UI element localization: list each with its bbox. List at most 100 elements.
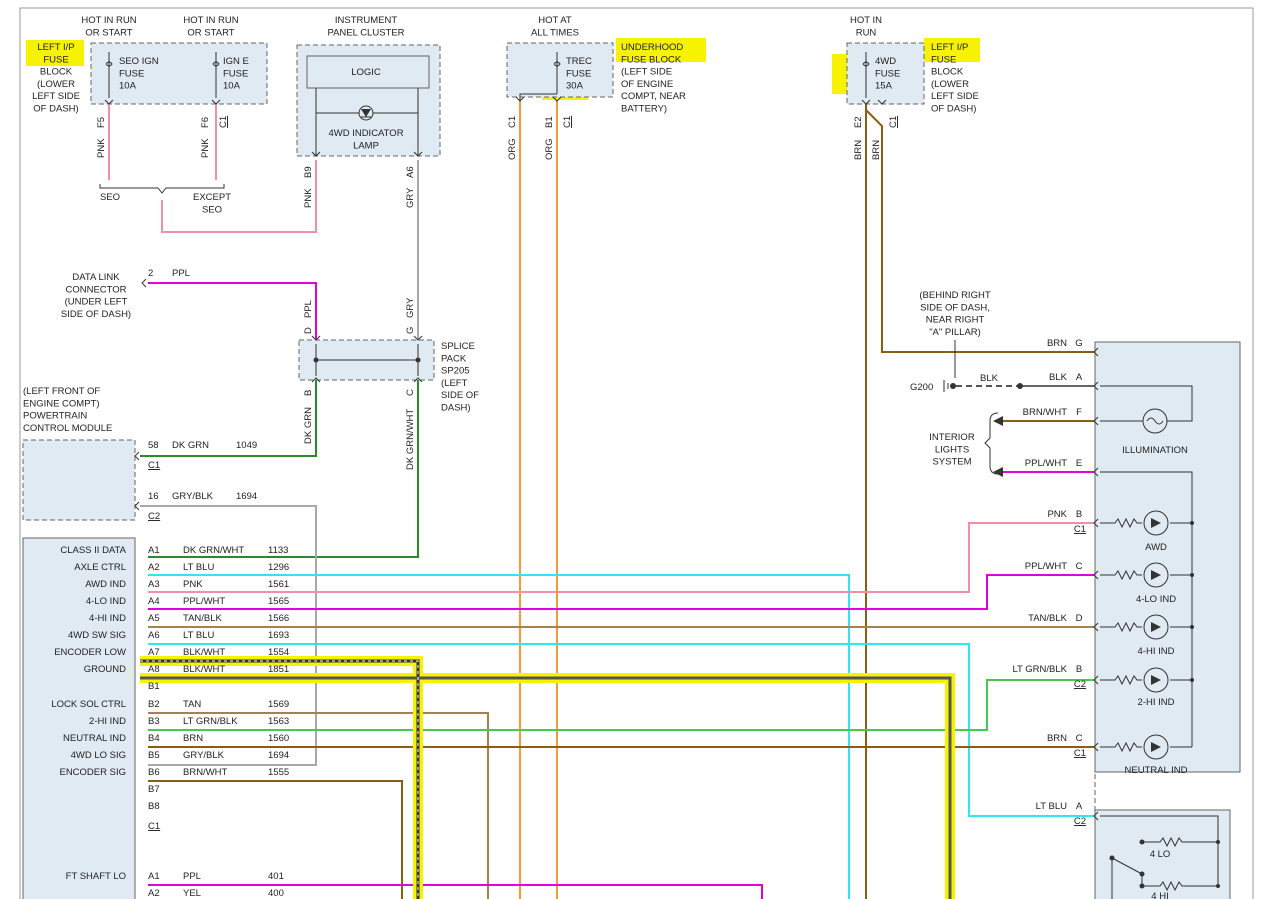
- underhood-fuse-block-box: [506, 42, 614, 98]
- switch-contacts: [1109, 839, 1220, 889]
- tccm-wire-color: BLK/WHT: [183, 647, 225, 658]
- switch-wire-color: LT BLU: [1036, 801, 1067, 812]
- tccm-wire-color: TAN: [183, 699, 201, 710]
- g200-ground-icon: [943, 340, 1094, 392]
- tccm-circuit-number: 1296: [268, 562, 289, 573]
- neutral-ind-label: NEUTRAL IND: [1125, 765, 1188, 776]
- tccm-circuit-number: 1851: [268, 664, 289, 675]
- logic-box: [306, 55, 430, 89]
- interior-lights-wires: [1000, 420, 1094, 473]
- fuse-symbol-igne: [212, 52, 220, 98]
- tccm-circuit-number: 1565: [268, 596, 289, 607]
- pcm-pin-16: 16: [148, 491, 159, 502]
- tccm-pin-label: FT SHAFT LO: [66, 871, 126, 882]
- tccm-pin-label: 4WD SW SIG: [68, 630, 126, 641]
- tccm-wire-color: GRY/BLK: [183, 750, 225, 761]
- fuse-symbol-4wd: [862, 52, 870, 98]
- 4hi-switch-label: 4 HI: [1151, 891, 1168, 899]
- tccm-circuit-number: 1694: [268, 750, 289, 761]
- dlc-wire: PPL: [172, 268, 190, 279]
- splice-wire-gry: GRY: [405, 297, 416, 318]
- illumination-bulb-icon: [1100, 385, 1193, 434]
- pcm-wire-16: GRY/BLK: [172, 491, 214, 502]
- tccm-wire-color: BLK/WHT: [183, 664, 225, 675]
- tccm-wire-color: PPL: [183, 871, 201, 882]
- tccm-pin-id: A7: [148, 647, 160, 658]
- switch-pin-id: E: [1076, 458, 1082, 469]
- switch-pin-id: C: [1076, 561, 1083, 572]
- pcm-box: [22, 439, 136, 521]
- switch-connector-id: C2: [1074, 679, 1086, 690]
- tccm-pin-id: B1: [148, 681, 160, 692]
- tccm-pin-id: B8: [148, 801, 160, 812]
- tccm-pin-id: B3: [148, 716, 160, 727]
- pin-c1: C1: [218, 116, 229, 128]
- switch-wire-color: BRN: [1047, 338, 1067, 349]
- interior-lights-brace: [984, 412, 999, 475]
- switch-indicator-labels: ILLUMINATION AWD 4-LO IND 4-HI IND 2-HI …: [1122, 445, 1188, 899]
- transfer-case-module-box: [22, 537, 136, 899]
- 4lo-ind-label: 4-LO IND: [1136, 594, 1176, 605]
- tccm-pin-label: ENCODER SIG: [59, 767, 126, 778]
- tccm-pin-id: B6: [148, 767, 160, 778]
- logic-label: LOGIC: [351, 67, 381, 78]
- tccm-wire-color: TAN/BLK: [183, 613, 223, 624]
- pin-c1: C1: [507, 116, 518, 128]
- 4wd-switch-box: [1094, 341, 1241, 773]
- vertical-labels: F5 F6 C1 B9 A6 C1 B1 C1 E2 C1 PNK PNK PN…: [96, 116, 899, 470]
- pcm-circ-58: 1049: [236, 440, 257, 451]
- splice-wire-dkgrnwht: DK GRN/WHT: [405, 409, 416, 470]
- g200-label: G200: [910, 382, 933, 393]
- switch-wire-color: BLK: [1049, 372, 1068, 383]
- switch-pin-id: B: [1076, 664, 1082, 675]
- splice-pin-d: D: [303, 327, 314, 334]
- tccm-pin-label: 4WD LO SIG: [71, 750, 126, 761]
- tccm-wire-color: LT BLU: [183, 562, 214, 573]
- switch-pin-id: A: [1076, 801, 1083, 812]
- tccm-wire-color: BRN: [183, 733, 203, 744]
- tccm-pin-label: LOCK SOL CTRL: [51, 699, 126, 710]
- pin-a6: A6: [405, 166, 416, 178]
- tccm-pin-id: B7: [148, 784, 160, 795]
- switch-connector-id: C1: [1074, 748, 1086, 759]
- tccm-pin-id: A8: [148, 664, 160, 675]
- wire-pnk: PNK: [96, 138, 107, 158]
- arrow-icon: [993, 467, 1003, 477]
- wire-gry: GRY: [405, 187, 416, 208]
- splice-wire-dkgrn: DK GRN: [303, 407, 314, 444]
- wire-pnk: PNK: [200, 138, 211, 158]
- pin-b1: B1: [544, 116, 555, 128]
- switch-connector-id: C1: [1074, 524, 1086, 535]
- pcm-c1: C1: [148, 460, 160, 471]
- tccm-pin-id: A4: [148, 596, 160, 607]
- splice-pin-g: G: [405, 327, 416, 334]
- splice-pin-c: C: [405, 389, 416, 396]
- switch-wire-color: TAN/BLK: [1028, 613, 1068, 624]
- tccm-pin-id: A2: [148, 888, 160, 899]
- tccm-pin-id: A1: [148, 545, 160, 556]
- switch-pin-id: A: [1076, 372, 1083, 383]
- switch-wire-color: PPL/WHT: [1025, 458, 1067, 469]
- tccm-pin-label: ENCODER LOW: [54, 647, 126, 658]
- tccm-c1: C1: [148, 821, 160, 832]
- fuse-symbol-seo: [105, 52, 113, 98]
- pcm-circ-16: 1694: [236, 491, 257, 502]
- left-ip-fuse-block-box-2: [846, 42, 925, 105]
- wire-brn: BRN: [871, 140, 882, 160]
- pin-b9: B9: [303, 166, 314, 178]
- pin-c1: C1: [888, 116, 899, 128]
- switch-wire-color: BRN/WHT: [1023, 407, 1068, 418]
- led-indicators: [1100, 471, 1193, 760]
